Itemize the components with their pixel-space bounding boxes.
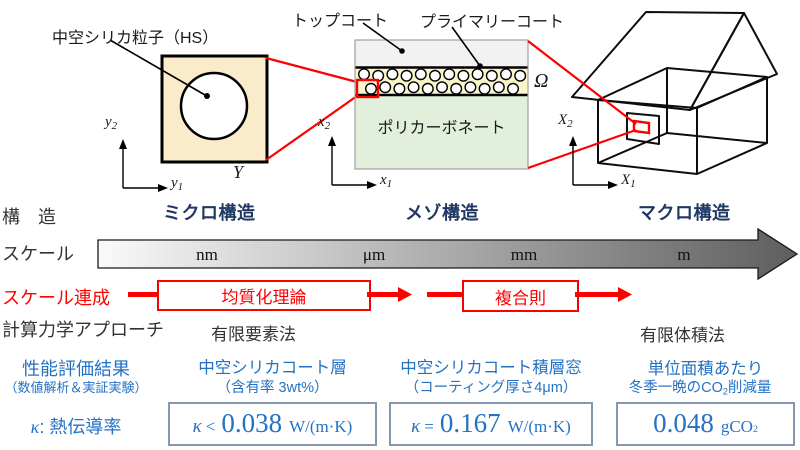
scale-row-label: スケール [2,244,74,264]
result2-value-box: κ = 0.167 W/(m·K) [389,402,593,446]
topcoat-label: トップコート [292,13,389,30]
fem-label: 有限要素法 [211,325,296,344]
result3-title: 単位面積あたり [647,360,764,378]
axes [122,139,613,189]
computational-approach-label: 計算力学アプローチ [2,320,164,340]
roof-gable [689,12,778,111]
meso-axis-x2-label: x2 [318,114,331,132]
meso-stack [354,22,529,170]
micro-structure-title: ミクロ構造 [163,203,256,223]
polycarbonate-layer [355,96,528,169]
window-highlight-box [632,119,651,135]
primary-coat-label: プライマリーコート [420,14,565,31]
rule-of-mixtures-box: 複合則 [462,280,579,312]
structure-row-label: 構 造 [2,207,56,227]
scale-tick-mm: mm [510,245,538,264]
performance-results-title: 性能評価結果 [22,359,130,379]
window [626,112,660,145]
result2-title: 中空シリカコート積層窓 [400,359,582,377]
result1-value-box: κ < 0.038 W/(m·K) [168,402,377,446]
hs-particle-label: 中空シリカ粒子（HS） [52,30,219,47]
unit-cell-Y-label: Y [233,162,244,182]
meso-structure-title: メゾ構造 [405,203,479,223]
result1-title: 中空シリカコート層 [198,359,347,377]
result3-value-box: 0.048 gCO 2 [616,402,795,446]
result1-subtitle: （含有率 3wt%） [216,380,329,396]
meso-axis-x1-label: x1 [380,172,393,190]
polycarbonate-label: ポリカーボネート [377,120,506,137]
coupling-flow-arrows [128,287,632,302]
scale-coupling-label: スケール連成 [2,288,110,308]
rve-highlight-box [355,78,380,99]
macro-axis-X2-label: X2 [558,112,573,130]
topcoat-layer [355,40,528,67]
kappa-definition: κ: 熱伝導率 [30,417,122,437]
result2-subtitle: （コーティング厚さ4μm） [404,380,578,396]
omega-domain-label: Ω [534,70,549,92]
scale-tick-nm: nm [196,245,218,264]
scale-arrow [97,227,799,281]
scale-tick-m: m [677,245,691,264]
performance-results-subtitle: （数値解析＆実証実験） [4,380,148,395]
micro-axis-y1-label: y1 [171,175,184,193]
fvm-label: 有限体積法 [640,326,725,345]
result3-subtitle: 冬季一晩のCO2削減量 [628,380,772,397]
macro-house [571,11,778,175]
zoom-connectors-left [265,56,358,161]
homogenization-theory-box: 均質化理論 [157,280,371,311]
macro-structure-title: マクロ構造 [638,203,731,223]
micro-axis-y2-label: y2 [105,114,118,132]
macro-axis-X1-label: X1 [621,172,636,190]
scale-tick-um: μm [362,245,386,264]
axis-arrowheads [119,136,618,192]
micro-unit-cell [109,39,269,164]
hollow-silica-particle [179,71,249,141]
zoom-connectors-right [527,40,637,170]
